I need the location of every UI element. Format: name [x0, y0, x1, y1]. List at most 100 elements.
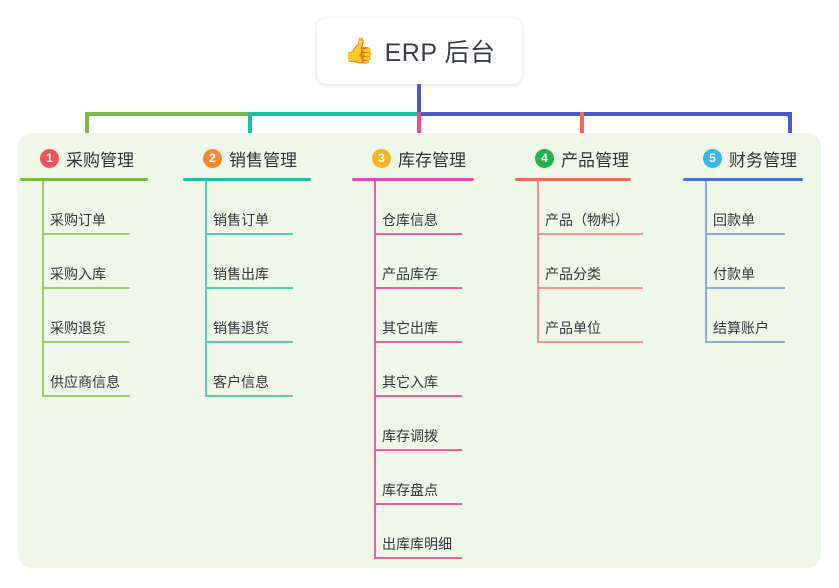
branch-item[interactable]: 付款单 [705, 235, 803, 289]
branch-spine [42, 181, 44, 397]
thumbs-up-icon: 👍 [343, 36, 375, 65]
branch-item[interactable]: 回款单 [705, 181, 803, 235]
branch-item-label: 产品库存 [382, 266, 438, 282]
branch-header-rule [20, 178, 148, 181]
branch-number-badge: 4 [535, 148, 554, 168]
branch-title: 库存管理 [398, 150, 466, 170]
branch-item-rule [705, 341, 785, 343]
branch-item-rule [374, 287, 462, 289]
branch-item[interactable]: 库存盘点 [374, 451, 474, 505]
branch-item-label: 结算账户 [713, 320, 769, 336]
branch-item-rule [42, 287, 130, 289]
branch-item-rule [374, 557, 462, 559]
branch-header-4[interactable]: 4 产品管理 [515, 145, 631, 171]
branch-item[interactable]: 产品分类 [537, 235, 643, 289]
branch-item-label: 产品单位 [545, 320, 601, 336]
branch-item-label: 销售出库 [213, 266, 269, 282]
branch-item-label: 供应商信息 [50, 374, 120, 390]
branch-item-list: 销售订单销售出库销售退货客户信息 [183, 181, 311, 397]
branch-title: 财务管理 [729, 150, 797, 170]
trunk-segment-teal [248, 112, 419, 116]
branch-item-label: 采购订单 [50, 212, 106, 228]
branch-drop-2 [248, 112, 252, 145]
branch-item[interactable]: 采购订单 [42, 181, 148, 235]
trunk-segment-green [85, 112, 250, 116]
branch-item-list: 采购订单采购入库采购退货供应商信息 [20, 181, 148, 397]
trunk-segment-blue [417, 112, 792, 116]
branch-item-label: 采购入库 [50, 266, 106, 282]
branch-item-rule [42, 233, 130, 235]
branch-item-rule [205, 395, 293, 397]
branch-item-label: 产品分类 [545, 266, 601, 282]
branch-item-label: 客户信息 [213, 374, 269, 390]
branch-item[interactable]: 其它入库 [374, 343, 474, 397]
branch-item-rule [537, 233, 643, 235]
branch-header-3[interactable]: 3 库存管理 [352, 145, 474, 171]
branch-title: 产品管理 [561, 150, 629, 170]
branch-item[interactable]: 产品单位 [537, 289, 643, 343]
branch-header-rule [683, 178, 803, 181]
branch-item-rule [705, 233, 785, 235]
branch-spine [205, 181, 207, 397]
branch-item[interactable]: 供应商信息 [42, 343, 148, 397]
branch-drop-3 [417, 112, 421, 145]
branch-item-label: 付款单 [713, 266, 755, 282]
branch-item-label: 回款单 [713, 212, 755, 228]
branch-item-rule [537, 341, 643, 343]
branch-item-rule [374, 503, 462, 505]
branch-item[interactable]: 其它出库 [374, 289, 474, 343]
branch-item-label: 其它入库 [382, 374, 438, 390]
branch-item-label: 库存调拨 [382, 428, 438, 444]
branch-item-rule [42, 395, 130, 397]
branch-header-rule [515, 178, 631, 181]
branch-item-label: 出库库明细 [382, 536, 452, 552]
branch-column-3: 3 库存管理仓库信息产品库存其它出库其它入库库存调拨库存盘点出库库明细 [352, 145, 474, 559]
branch-item[interactable]: 结算账户 [705, 289, 803, 343]
branch-item-label: 采购退货 [50, 320, 106, 336]
branch-item-list: 回款单付款单结算账户 [683, 181, 803, 343]
root-node-card[interactable]: 👍 ERP 后台 [317, 18, 522, 84]
branch-item[interactable]: 产品库存 [374, 235, 474, 289]
branch-item[interactable]: 销售出库 [205, 235, 311, 289]
branch-item[interactable]: 产品（物料） [537, 181, 643, 235]
branch-item-rule [374, 341, 462, 343]
branch-drop-4 [580, 112, 584, 145]
branch-item[interactable]: 销售订单 [205, 181, 311, 235]
diagram-panel [18, 133, 821, 568]
branch-item-rule [374, 395, 462, 397]
branch-column-4: 4 产品管理产品（物料） 产品分类产品单位 [515, 145, 643, 343]
branch-item-rule [374, 449, 462, 451]
branch-item-rule [205, 233, 293, 235]
branch-drop-5 [788, 112, 792, 145]
branch-spine [374, 181, 376, 559]
branch-item-label: 销售订单 [213, 212, 269, 228]
branch-title: 销售管理 [229, 150, 297, 170]
branch-item[interactable]: 客户信息 [205, 343, 311, 397]
branch-number-badge: 3 [372, 148, 391, 168]
branch-header-rule [183, 178, 311, 181]
branch-item[interactable]: 库存调拨 [374, 397, 474, 451]
branch-item-label: 其它出库 [382, 320, 438, 336]
branch-item[interactable]: 采购入库 [42, 235, 148, 289]
branch-item-list: 仓库信息产品库存其它出库其它入库库存调拨库存盘点出库库明细 [352, 181, 474, 559]
branch-item-rule [205, 341, 293, 343]
branch-item[interactable]: 出库库明细 [374, 505, 474, 559]
branch-item[interactable]: 仓库信息 [374, 181, 474, 235]
root-stem-connector [417, 84, 421, 114]
branch-spine [537, 181, 539, 343]
branch-item[interactable]: 采购退货 [42, 289, 148, 343]
branch-item-rule [537, 287, 643, 289]
branch-item[interactable]: 销售退货 [205, 289, 311, 343]
branch-item-label: 产品（物料） [545, 212, 629, 228]
branch-item-label: 销售退货 [213, 320, 269, 336]
branch-header-rule [352, 178, 474, 181]
root-node-title: ERP 后台 [384, 39, 496, 67]
branch-number-badge: 1 [40, 148, 59, 168]
